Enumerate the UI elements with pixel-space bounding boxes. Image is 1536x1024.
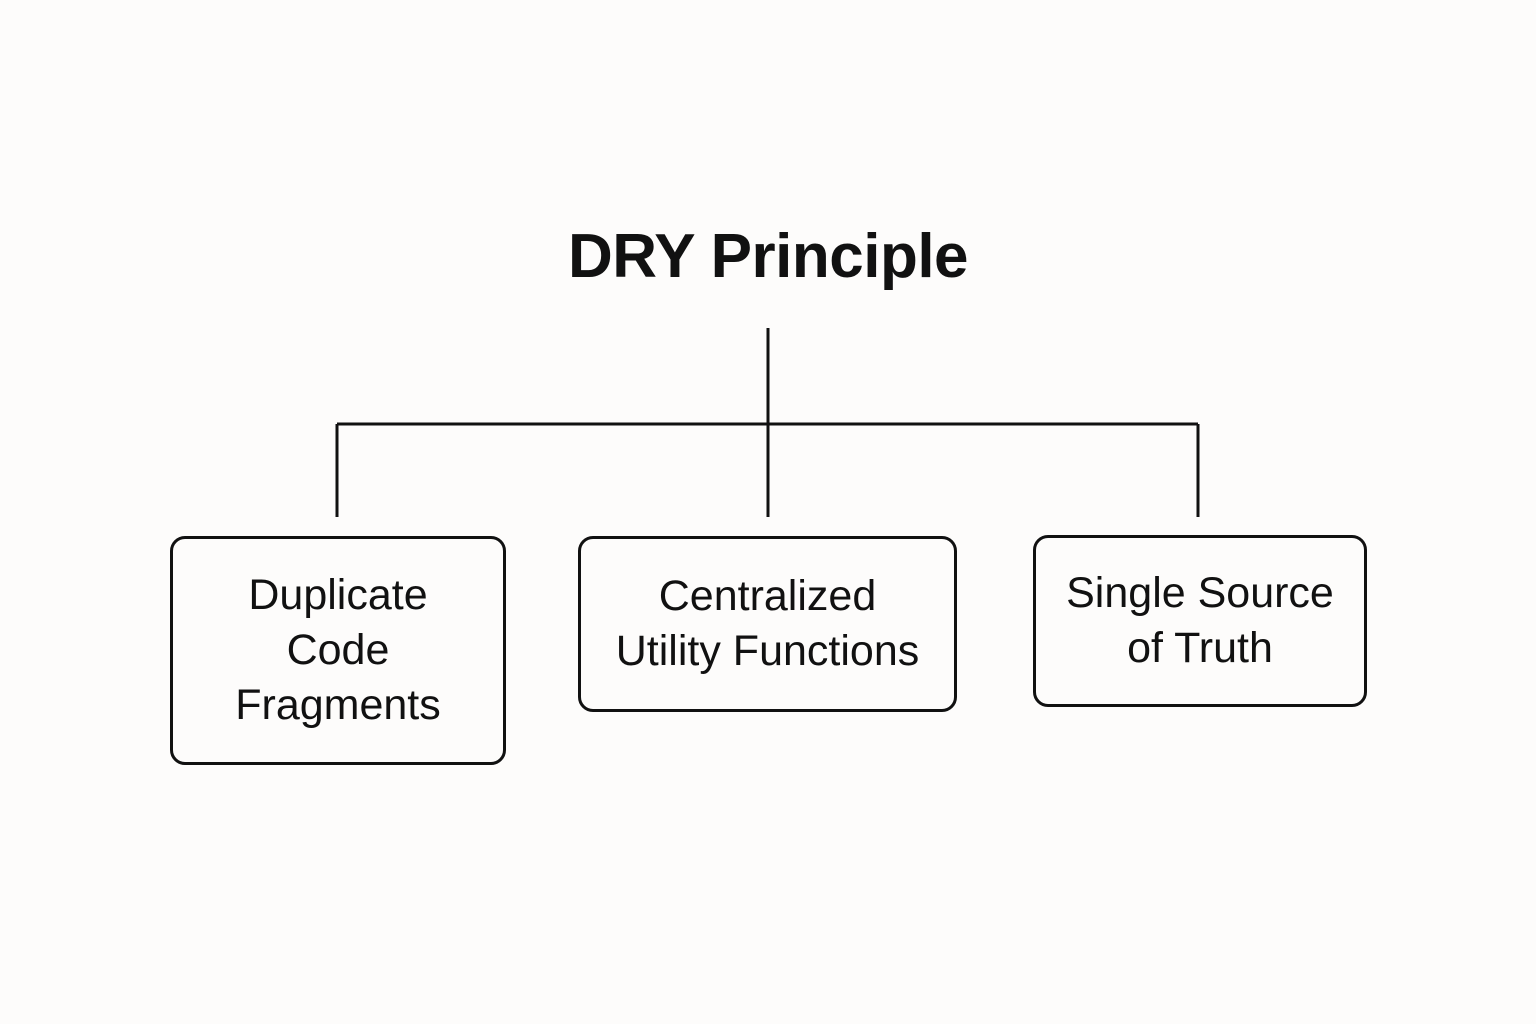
- node-duplicate-code-fragments[interactable]: Duplicate Code Fragments: [170, 536, 506, 765]
- page-title: DRY Principle: [567, 222, 969, 291]
- node-centralized-utility-functions[interactable]: Centralized Utility Functions: [578, 536, 957, 712]
- node-label: Single Source of Truth: [1066, 569, 1334, 672]
- node-single-source-of-truth[interactable]: Single Source of Truth: [1033, 535, 1367, 707]
- node-label: Duplicate Code Fragments: [235, 571, 441, 729]
- node-label: Centralized Utility Functions: [615, 572, 920, 675]
